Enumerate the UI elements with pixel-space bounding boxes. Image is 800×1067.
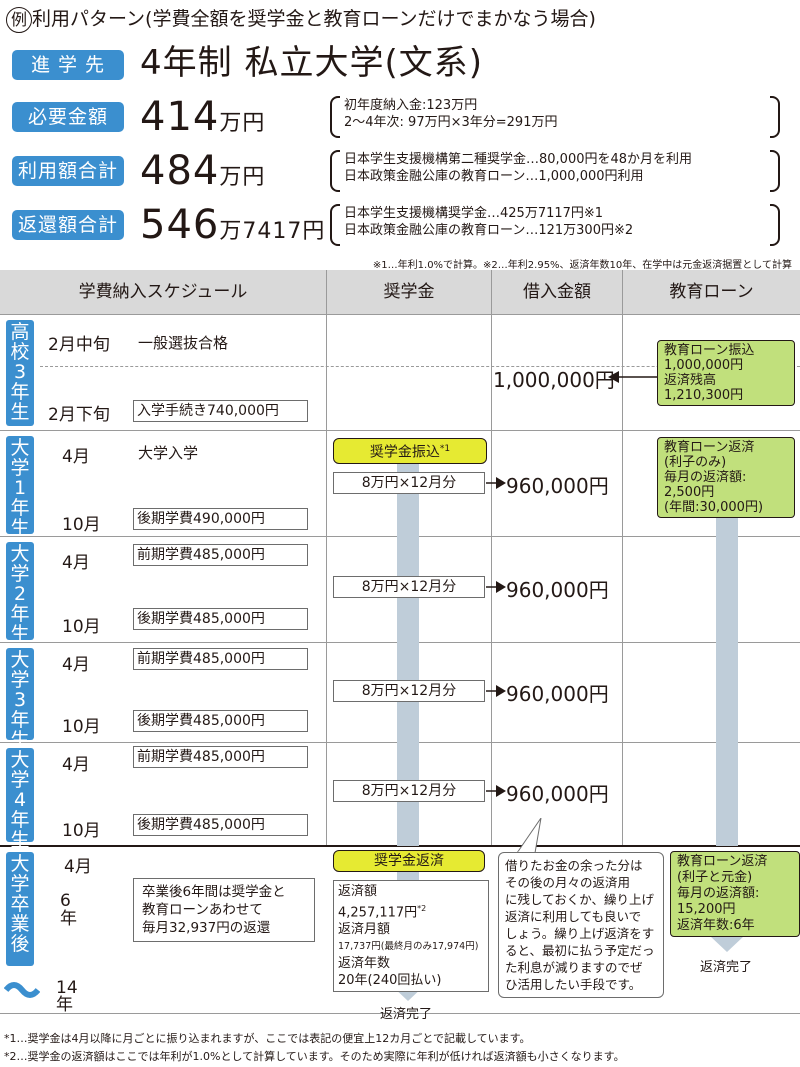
- footnote-1: *1…奨学金は4月以降に月ごとに振り込まれますが、ここでは表記の便宜上12カ月ご…: [4, 1032, 531, 1045]
- schedule-text: 大学入学: [138, 444, 199, 462]
- month-label: 10月: [62, 617, 101, 637]
- repay-label: 返還額合計: [12, 210, 124, 240]
- header-borrow: 借入金額: [492, 270, 622, 314]
- schedule-box: 後期学費485,000円: [133, 710, 308, 732]
- schedule-box: 前期学費485,000円: [133, 648, 308, 670]
- month-label: 4月: [62, 655, 90, 675]
- repay-line: 日本政策金融公庫の教育ローン…121万300円※2: [344, 223, 634, 238]
- borrow-amount: 960,000円: [506, 578, 609, 602]
- required-unit: 万円: [219, 111, 266, 136]
- scholarship-done-label: 返済完了: [380, 1007, 433, 1022]
- usage-label: 利用額合計: [12, 156, 124, 186]
- usage-number: 484: [140, 148, 220, 194]
- usage-line: 日本学生支援機構第二種奨学金…80,000円を48か月を利用: [344, 152, 693, 167]
- schedule-box: 前期学費485,000円: [133, 746, 308, 768]
- borrow-amount: 1,000,000円: [493, 368, 615, 392]
- advice-bubble: 借りたお金の余った分はその後の月々の返済用に残しておくか、繰り上げ返済に利用して…: [498, 852, 664, 998]
- title-text: 利用パターン(学費全額を奨学金と教育ローンだけでまかなう場合): [32, 8, 596, 30]
- schedule-text: 一般選抜合格: [138, 334, 229, 352]
- repay-value: 546万7417円: [140, 202, 325, 255]
- arrow-right-icon: [486, 477, 506, 489]
- tab-grad: 大学卒業後: [6, 852, 34, 966]
- loan-interest-box: 教育ローン返済(利子のみ)毎月の返済額:2,500円(年間:30,000円): [657, 437, 795, 518]
- required-line: 2〜4年次: 97万円×3年分=291万円: [344, 115, 558, 130]
- schedule-box: 後期学費485,000円: [133, 608, 308, 630]
- repay-line: 日本学生支援機構奨学金…425万7117円※1: [344, 206, 604, 221]
- repay-detail: 日本学生支援機構奨学金…425万7117円※1 日本政策金融公庫の教育ローン…1…: [344, 205, 633, 239]
- scholarship-calc: 8万円×12月分: [333, 680, 485, 702]
- scholarship-calc: 8万円×12月分: [333, 576, 485, 598]
- borrow-amount: 960,000円: [506, 682, 609, 706]
- arrow-left-icon: [608, 371, 658, 383]
- month-label: 10月: [62, 717, 101, 737]
- required-detail: 初年度納入金:123万円 2〜4年次: 97万円×3年分=291万円: [344, 97, 557, 131]
- required-number: 414: [140, 94, 220, 140]
- repay-number: 546: [140, 202, 220, 248]
- month-label: 10月: [62, 515, 101, 535]
- loan-done-label: 返済完了: [700, 960, 753, 975]
- school-value: 4年制 私立大学(文系): [140, 43, 483, 83]
- borrow-amount: 960,000円: [506, 474, 609, 498]
- schedule-box: 後期学費485,000円: [133, 814, 308, 836]
- month-label: 4月: [62, 553, 90, 573]
- bubble-tail: [516, 818, 542, 854]
- rate-note: ※1…年利1.0%で計算。※2…年利2.95%、返済年数10年、在学中は元金返済…: [372, 260, 792, 271]
- usage-line: 日本政策金融公庫の教育ローン…1,000,000円利用: [344, 169, 644, 184]
- loan-flow-bar: [716, 500, 738, 846]
- arrow-right-icon: [486, 685, 506, 697]
- scholarship-calc: 8万円×12月分: [333, 780, 485, 802]
- scholarship-repay-badge: 奨学金返済: [333, 850, 485, 872]
- required-value: 414万円: [140, 94, 265, 147]
- page-title: 例利用パターン(学費全額を奨学金と教育ローンだけでまかなう場合): [6, 4, 596, 33]
- usage-value: 484万円: [140, 148, 265, 201]
- school-label: 進 学 先: [12, 50, 124, 80]
- usage-detail: 日本学生支援機構第二種奨学金…80,000円を48か月を利用 日本政策金融公庫の…: [344, 151, 692, 185]
- borrow-amount: 960,000円: [506, 782, 609, 806]
- usage-unit: 万円: [219, 165, 266, 190]
- month-label: 2月中旬: [48, 335, 110, 355]
- required-line: 初年度納入金:123万円: [344, 98, 478, 113]
- header-scholarship: 奨学金: [327, 270, 491, 314]
- header-schedule: 学費納入スケジュール: [0, 270, 326, 314]
- schedule-box: 入学手続き740,000円: [133, 400, 308, 422]
- month-label: 2月下旬: [48, 405, 110, 425]
- repayment-summary: 卒業後6年間は奨学金と教育ローンあわせて毎月32,937円の返還: [133, 878, 315, 942]
- required-label: 必要金額: [12, 102, 124, 132]
- scholarship-transfer-badge: 奨学金振込*1: [333, 438, 487, 464]
- loan-repay-box: 教育ローン返済(利子と元金)毎月の返済額:15,200円返済年数:6年: [670, 851, 800, 937]
- arrow-right-icon: [486, 581, 506, 593]
- month-label: 10月: [62, 821, 101, 841]
- month-label: 4月: [64, 857, 92, 877]
- arrow-right-icon: [486, 785, 506, 797]
- wave-icon: [4, 982, 40, 998]
- schedule-box: 前期学費485,000円: [133, 544, 308, 566]
- repay-unit: 万7417円: [219, 219, 326, 244]
- scholarship-calc: 8万円×12月分: [333, 472, 485, 494]
- month-label: 4月: [62, 447, 90, 467]
- header-loan: 教育ローン: [623, 270, 800, 314]
- month-label: 4月: [62, 755, 90, 775]
- example-mark: 例: [6, 7, 32, 33]
- loan-arrow-down-icon: [710, 936, 744, 952]
- footnote-2: *2…奨学金の返済額はここでは年利が1.0%として計算しています。そのため実際に…: [4, 1050, 625, 1063]
- scholarship-flow-bar: [397, 456, 419, 846]
- schedule-box: 後期学費490,000円: [133, 508, 308, 530]
- scholarship-repay-detail: 返済額 4,257,117円*2 返済月額 17,737円(最終月のみ17,97…: [333, 880, 489, 993]
